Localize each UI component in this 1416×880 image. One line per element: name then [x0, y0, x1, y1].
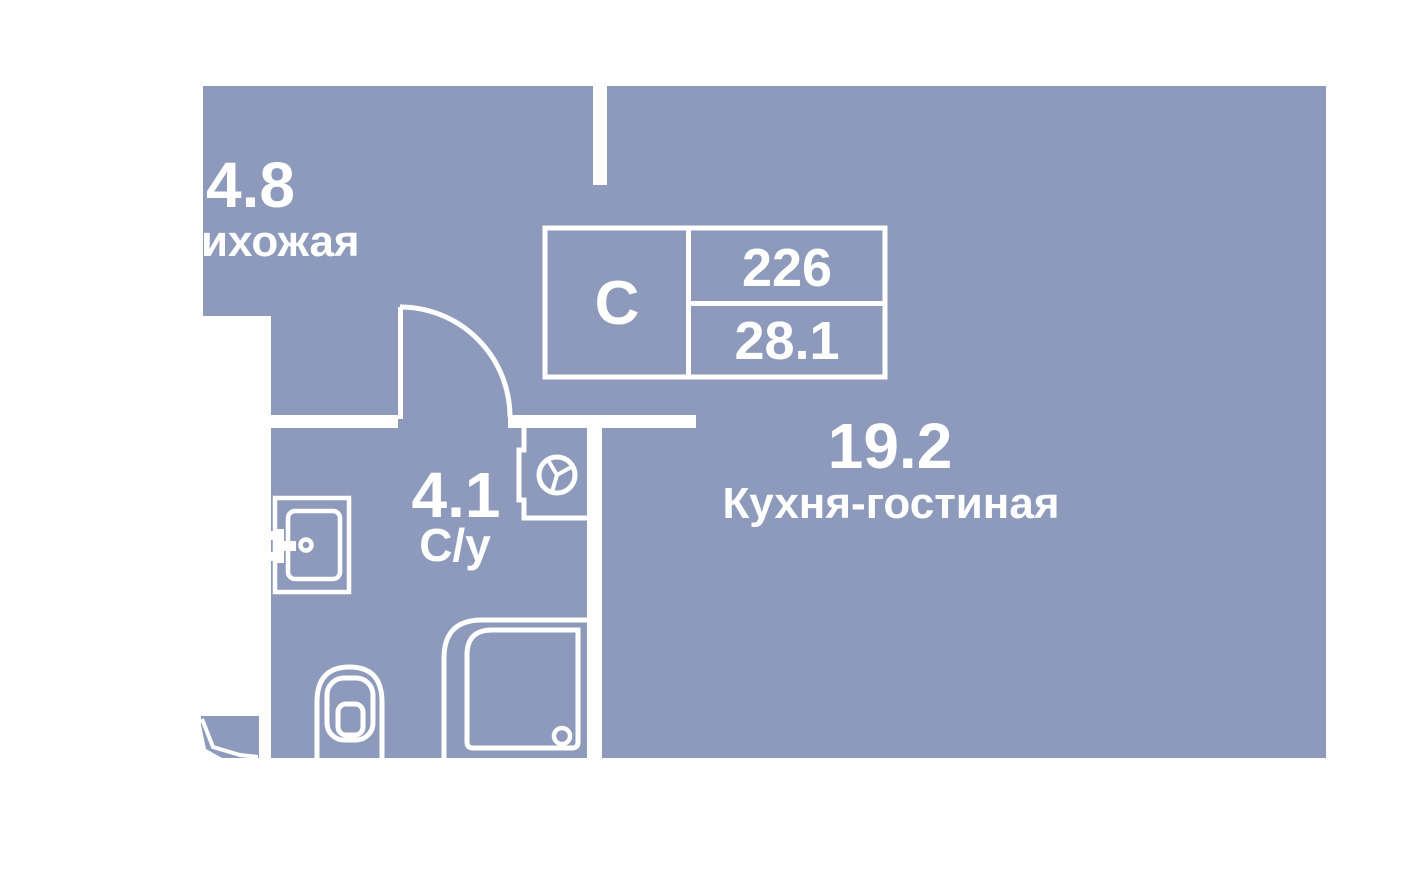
- sink-icon: [262, 495, 352, 595]
- washing-machine-drum: [536, 454, 578, 496]
- unit-info-divider-horizontal: [691, 301, 885, 306]
- door-arc: [399, 304, 513, 418]
- washing-machine-spoke-1: [546, 458, 559, 477]
- shower-tray: [464, 627, 581, 751]
- walls: [271, 86, 696, 758]
- unit-info-divider-vertical: [686, 228, 691, 377]
- hallway-area: 4.8: [206, 149, 295, 221]
- top-wall-stub: [593, 86, 607, 185]
- door-swing-icon: [398, 304, 513, 419]
- unit-info-box: С 226 28.1: [542, 225, 888, 380]
- washing-machine-outline: [516, 428, 587, 521]
- sink-faucet-handle-bottom: [262, 552, 276, 561]
- unit-number: 226: [742, 238, 832, 298]
- bathroom-area: 4.1: [412, 459, 501, 531]
- bathroom-right-wall: [587, 428, 602, 758]
- door-leaf: [398, 307, 403, 419]
- room-labels: 4.8 ихожая 4.1 С/у 19.2 Кухня-гостиная: [201, 149, 1060, 571]
- sink-faucet-handle-top: [262, 531, 276, 540]
- plan-silhouette: [203, 86, 1326, 758]
- sink-drain: [298, 537, 314, 553]
- shower-icon: [441, 617, 587, 758]
- bathroom-top-wall-right: [508, 415, 696, 428]
- bathroom-top-wall-left: [271, 415, 398, 428]
- washing-machine-icon: [516, 428, 587, 521]
- shower-outer: [441, 617, 587, 758]
- hallway-label: ихожая: [201, 217, 360, 266]
- bathroom-label: С/у: [419, 519, 491, 571]
- washing-machine-spoke-3: [550, 474, 559, 493]
- toilet-flush: [335, 701, 366, 738]
- entrance-door-icon: [200, 718, 259, 759]
- sink-faucet-riser: [274, 529, 284, 563]
- unit-total-area: 28.1: [734, 311, 839, 371]
- toilet-icon: [314, 664, 385, 758]
- kitchen-living-label: Кухня-гостиная: [722, 479, 1059, 528]
- shower-drain: [551, 725, 573, 747]
- sink-faucet-spout: [282, 541, 296, 551]
- kitchen-living-area: 19.2: [828, 410, 953, 482]
- toilet-outer: [314, 664, 385, 758]
- unit-type: С: [595, 269, 640, 338]
- toilet-bowl: [324, 675, 376, 743]
- washing-machine-spoke-2: [556, 464, 574, 477]
